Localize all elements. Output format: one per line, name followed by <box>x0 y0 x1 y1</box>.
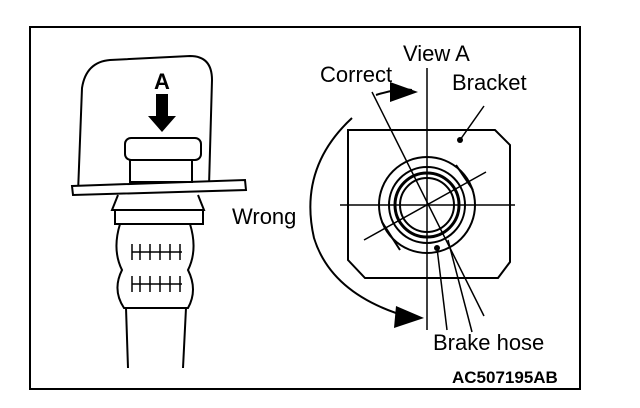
fitting-ring-4 <box>399 177 455 233</box>
view-a-arrow <box>148 94 176 132</box>
hose-crimped-section <box>115 223 195 309</box>
label-bracket: Bracket <box>452 70 527 95</box>
label-view-a: View A <box>403 41 470 66</box>
bracket-leader-line <box>459 105 485 141</box>
orientation-line-tilted <box>363 171 487 241</box>
label-wrong: Wrong <box>232 204 296 229</box>
label-brake-hose: Brake hose <box>433 330 544 355</box>
figure-frame <box>29 26 581 390</box>
fitting-outer-ring <box>378 156 476 254</box>
hose-fitting-nut <box>124 137 202 161</box>
brake-hose-leader-1 <box>436 247 448 331</box>
fitting-flat-edge <box>381 221 401 251</box>
crimp-marks <box>131 244 182 292</box>
wrong-direction-arc <box>309 117 413 319</box>
brake-hose-side <box>125 307 187 369</box>
figure-code: AC507195AB <box>452 368 558 387</box>
brake-hose-leader-2 <box>447 239 473 333</box>
correct-direction-arrowhead <box>390 82 418 102</box>
hose-crimp-ring <box>114 209 204 225</box>
fitting-ring-3 <box>393 171 461 239</box>
hose-collar <box>110 194 206 211</box>
bracket-side-view <box>77 54 214 194</box>
hose-fitting-washer <box>129 159 193 183</box>
fitting-flat-edge-right <box>455 164 474 191</box>
view-a <box>309 68 515 333</box>
bracket-leader-dot <box>457 137 463 143</box>
label-correct: Correct <box>320 62 392 87</box>
side-view: A <box>70 54 248 369</box>
wrong-direction-arrowhead <box>394 306 424 328</box>
arrow-a-letter: A <box>154 69 170 94</box>
fitting-ring-2 <box>388 166 466 244</box>
brake-hose-leader-dot <box>434 245 440 251</box>
